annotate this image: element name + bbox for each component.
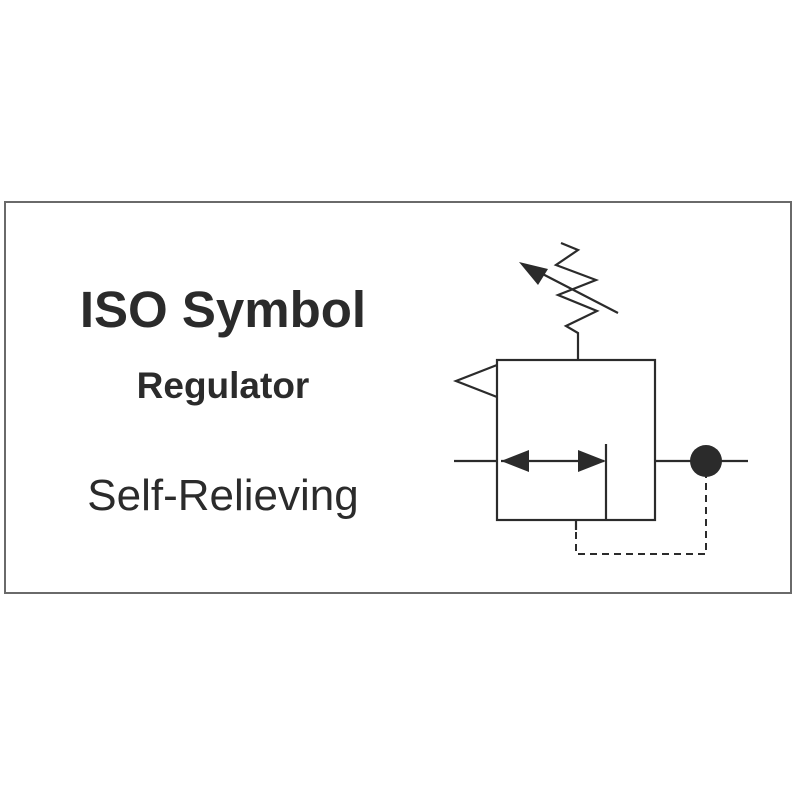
valve-body (495, 358, 657, 522)
pilot-triangle (452, 363, 498, 399)
card-subtitle: Regulator (136, 365, 310, 406)
card-type: Self-Relieving (87, 471, 359, 520)
spring (553, 241, 600, 360)
symbol-card: ISO Symbol Regulator Self-Relieving (4, 201, 792, 594)
adjust-arrow-head (519, 262, 548, 285)
flow-arrow-head-right (578, 450, 606, 472)
regulator-symbol-icon (452, 241, 748, 555)
flow-arrow-head-left (501, 450, 529, 472)
adjust-arrow-line (530, 267, 619, 314)
dashed-pilot-line (575, 475, 707, 555)
card-title: ISO Symbol (79, 281, 367, 338)
outlet-junction-dot (690, 445, 722, 477)
